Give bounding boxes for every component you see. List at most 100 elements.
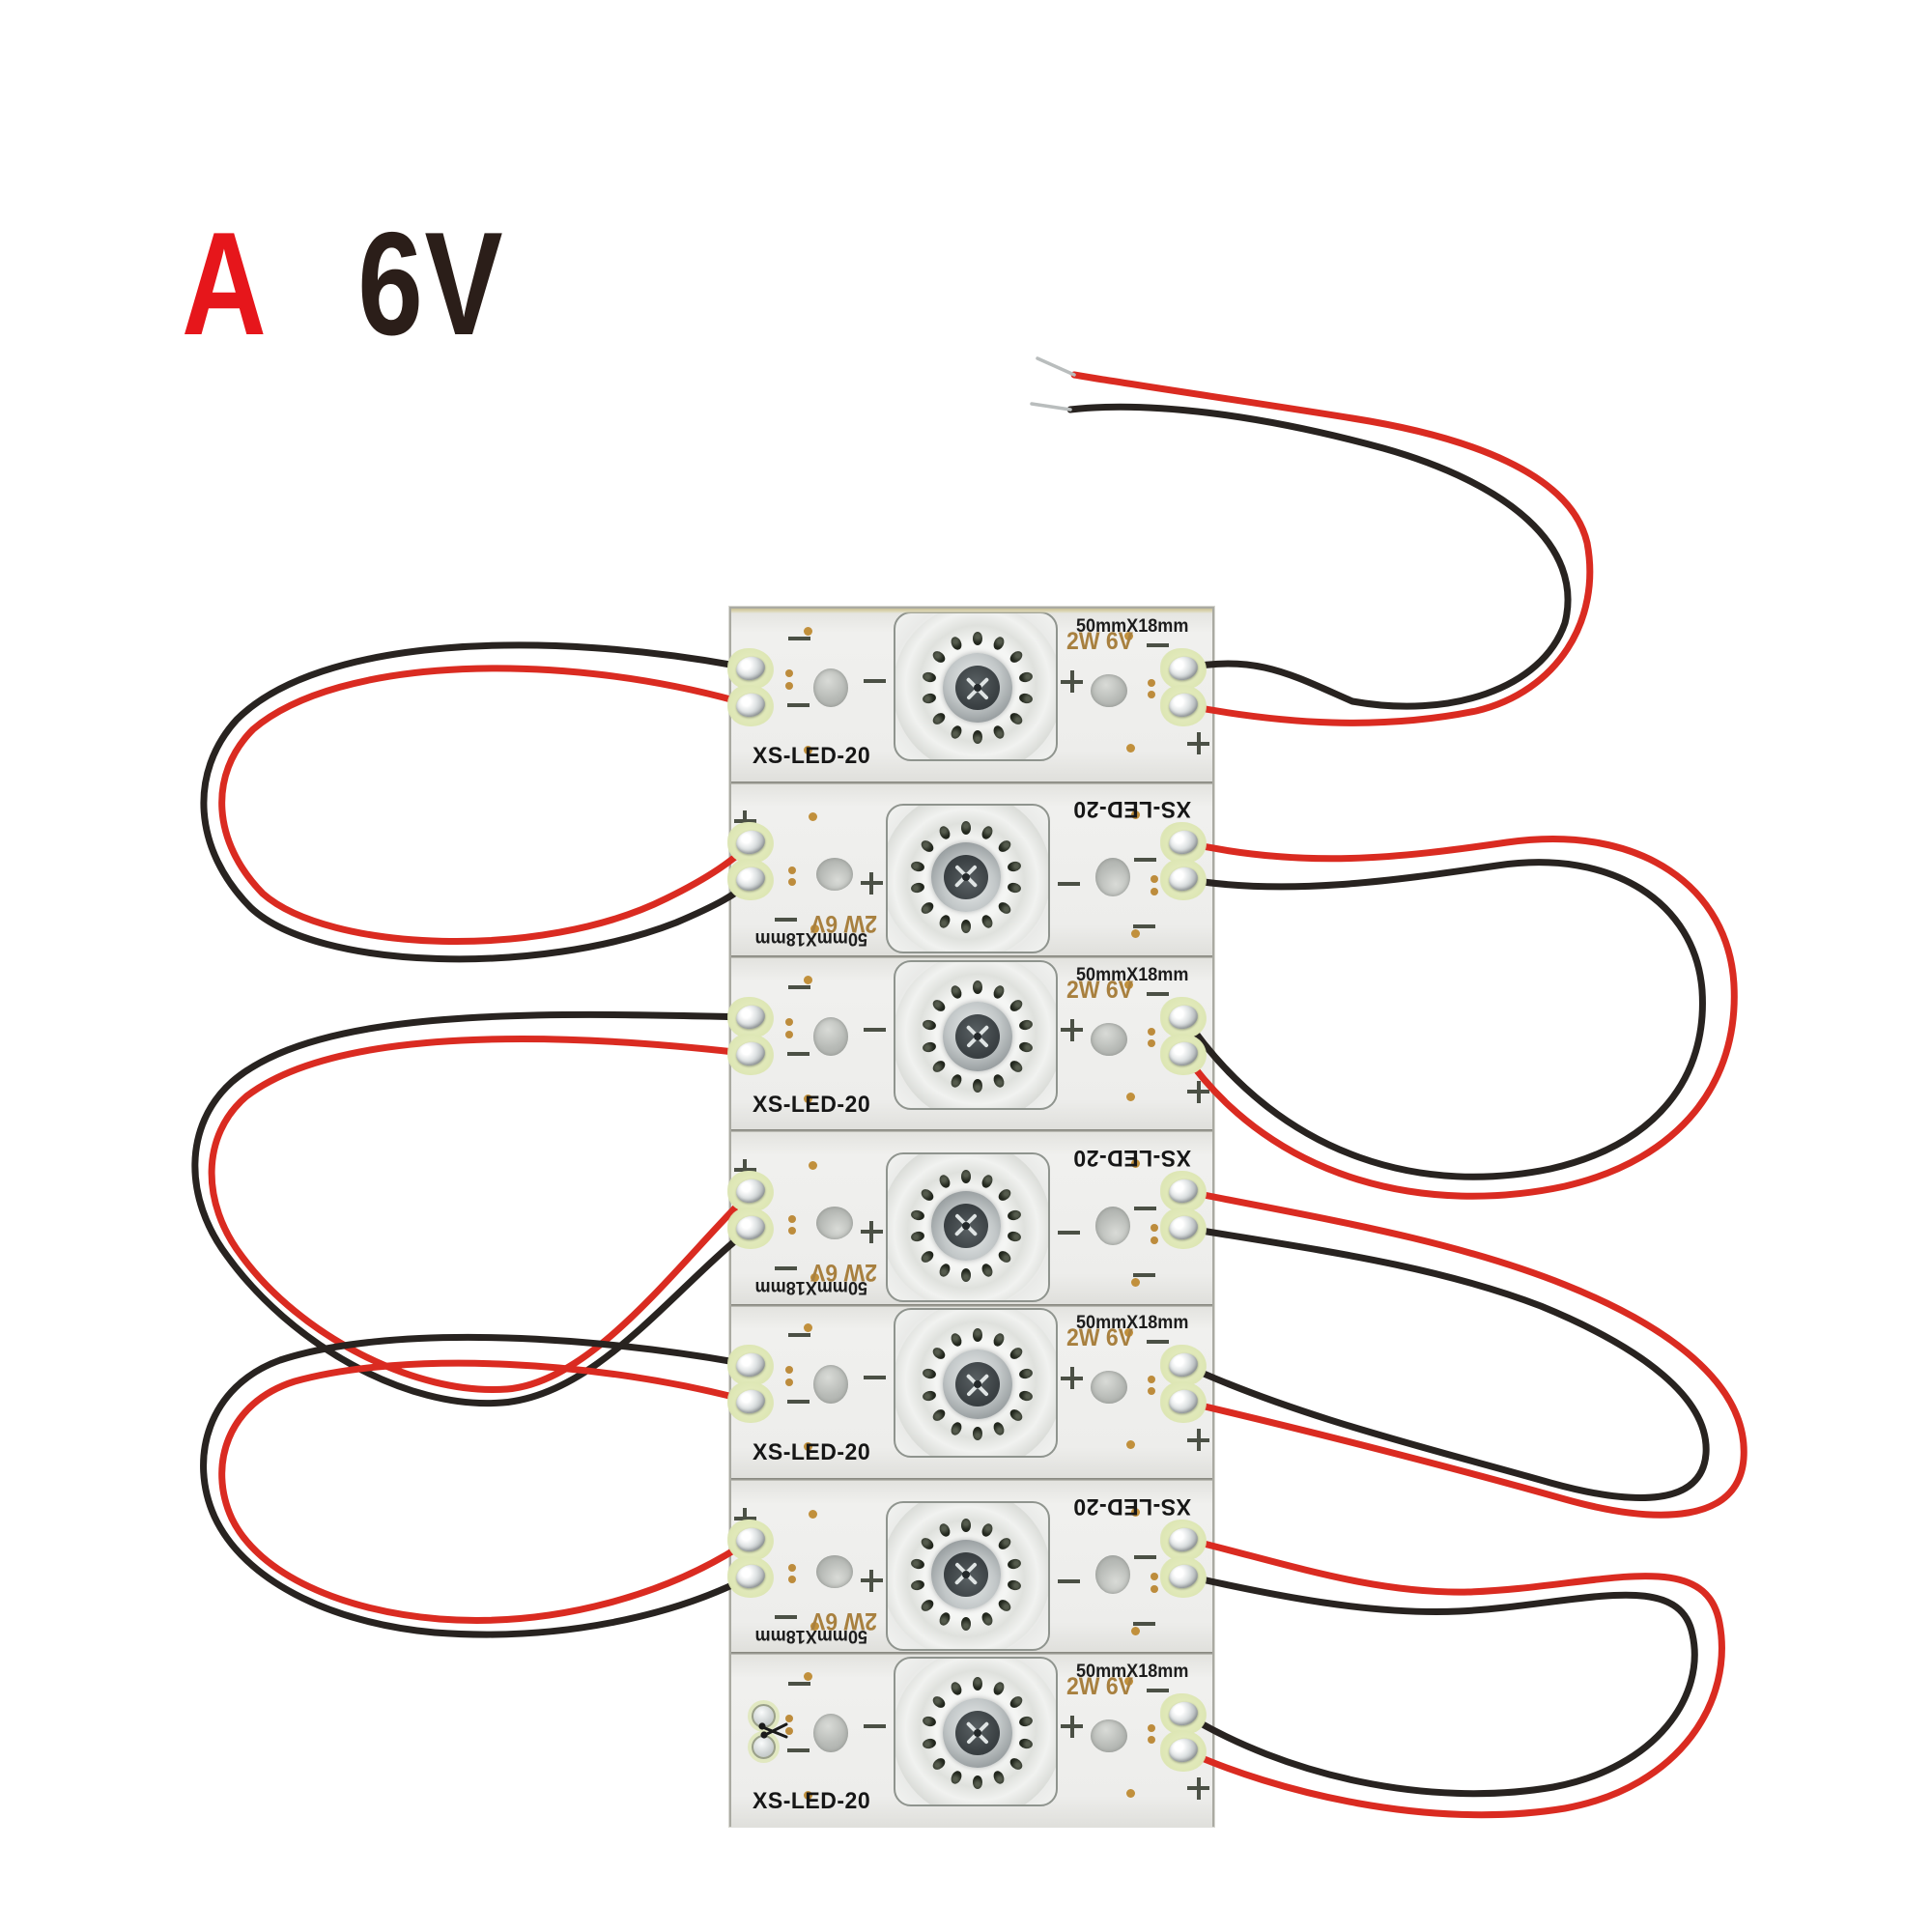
solder-pad bbox=[1160, 1692, 1207, 1735]
led-lens bbox=[894, 1308, 1058, 1459]
gold-dot bbox=[785, 1378, 793, 1387]
power-label: 2W 6V bbox=[1066, 1324, 1134, 1352]
jumper-wire-black bbox=[200, 1333, 755, 1638]
solder-pad bbox=[1160, 1729, 1207, 1772]
mounting-hole bbox=[1091, 1719, 1127, 1752]
jumper-wire-black bbox=[200, 641, 755, 963]
led-chip bbox=[943, 1001, 1012, 1071]
gold-dot bbox=[804, 975, 812, 984]
minus-mark bbox=[1147, 1340, 1169, 1345]
led-chip-center bbox=[955, 1362, 1000, 1407]
minus-mark bbox=[864, 679, 886, 683]
gold-dot bbox=[785, 669, 793, 677]
stripped-wire-tip bbox=[1036, 356, 1076, 377]
gold-dot bbox=[785, 1030, 793, 1038]
minus-mark bbox=[1147, 643, 1169, 647]
minus-mark bbox=[1147, 991, 1169, 996]
led-chip bbox=[943, 1350, 1012, 1420]
solder-pad bbox=[1160, 1345, 1207, 1387]
gold-dot bbox=[785, 682, 793, 690]
size-label: 50mmX18mm bbox=[1076, 1661, 1189, 1682]
solder-pad bbox=[727, 996, 774, 1038]
mounting-hole bbox=[813, 1016, 848, 1056]
minus-mark bbox=[788, 637, 810, 640]
led-strip-segment: 50mmX18mm 2W 6V XS-LED-20 bbox=[731, 782, 1212, 957]
led-strip-segment: 50mmX18mm 2W 6V XS-LED-20 bbox=[731, 1479, 1212, 1654]
gold-dot bbox=[785, 1366, 793, 1375]
led-chip bbox=[943, 653, 1012, 723]
solder-pad bbox=[1160, 685, 1207, 726]
gold-dot bbox=[1148, 1027, 1155, 1036]
minus-mark bbox=[787, 1400, 810, 1405]
solder-pad bbox=[1160, 1555, 1207, 1598]
led-lens bbox=[894, 611, 1058, 761]
plus-mark bbox=[1187, 1429, 1209, 1452]
gold-dot bbox=[1126, 1788, 1135, 1798]
minus-mark bbox=[787, 1747, 810, 1752]
gold-dot bbox=[785, 1726, 793, 1735]
input-wire-red bbox=[1070, 371, 1594, 726]
solder-pad bbox=[727, 1033, 774, 1075]
gold-dot bbox=[1148, 1376, 1155, 1384]
model-label: XS-LED-20 bbox=[753, 743, 871, 769]
gold-dot bbox=[1126, 1092, 1135, 1101]
scissors-icon bbox=[758, 1722, 788, 1739]
led-strip-panel: 50mmX18mm 2W 6V XS-LED-20 bbox=[729, 607, 1214, 1828]
gold-dot bbox=[1148, 1038, 1155, 1047]
mounting-hole bbox=[1091, 1022, 1127, 1056]
silkscreen: 50mmX18mm 2W 6V XS-LED-20 bbox=[731, 957, 1212, 1131]
led-strip-segment: 50mmX18mm 2W 6V XS-LED-20 bbox=[731, 1130, 1212, 1305]
gold-dot bbox=[1126, 1440, 1135, 1450]
minus-mark bbox=[1147, 1688, 1169, 1692]
mounting-hole bbox=[1091, 1371, 1127, 1405]
gold-dot bbox=[1148, 1735, 1155, 1744]
power-label: 2W 6V bbox=[1066, 1672, 1134, 1700]
gold-dot bbox=[785, 1017, 793, 1026]
gold-dot bbox=[1148, 1723, 1155, 1732]
led-strip-segment: 50mmX18mm 2W 6V XS-LED-20 bbox=[731, 609, 1212, 782]
size-label: 50mmX18mm bbox=[1076, 964, 1189, 985]
solder-pad bbox=[727, 1170, 774, 1212]
grade-letter: A bbox=[182, 202, 267, 366]
power-label: 2W 6V bbox=[1066, 976, 1134, 1004]
plus-mark bbox=[1061, 1018, 1083, 1041]
input-wire-black bbox=[1066, 403, 1572, 710]
led-chip-center bbox=[955, 666, 1000, 710]
mounting-hole bbox=[1091, 674, 1127, 707]
strip-divider bbox=[731, 781, 1212, 784]
minus-mark bbox=[788, 1333, 810, 1338]
solder-pad bbox=[1160, 1170, 1207, 1212]
solder-pad bbox=[1160, 1207, 1207, 1249]
solder-pad bbox=[727, 1381, 774, 1424]
model-label: XS-LED-20 bbox=[753, 1439, 871, 1466]
stripped-wire-tip bbox=[1030, 402, 1072, 412]
silkscreen: 50mmX18mm 2W 6V XS-LED-20 bbox=[731, 609, 1212, 782]
lens-dot bbox=[973, 1676, 982, 1690]
minus-mark bbox=[787, 1051, 810, 1056]
led-chip bbox=[943, 1697, 1012, 1768]
plus-mark bbox=[1187, 732, 1209, 754]
model-label: XS-LED-20 bbox=[753, 1091, 871, 1118]
gold-dot bbox=[1148, 691, 1155, 698]
size-label: 50mmX18mm bbox=[1076, 616, 1189, 637]
mounting-hole bbox=[813, 668, 848, 707]
strip-divider bbox=[731, 1652, 1212, 1656]
size-label: 50mmX18mm bbox=[1076, 1313, 1189, 1334]
panel-top-edge bbox=[731, 609, 1212, 613]
solder-pad bbox=[727, 1345, 774, 1387]
solder-pad bbox=[727, 1555, 774, 1598]
solder-pad bbox=[1160, 1381, 1207, 1424]
gold-dot bbox=[1124, 1328, 1133, 1338]
lens-dot bbox=[973, 980, 982, 994]
power-label: 2W 6V bbox=[1066, 628, 1134, 655]
minus-mark bbox=[864, 1376, 886, 1380]
gold-dot bbox=[804, 746, 812, 754]
solder-pad bbox=[1160, 1033, 1207, 1075]
jumper-wire-red bbox=[1180, 1535, 1725, 1819]
gold-dot bbox=[804, 1442, 812, 1452]
lens-dot bbox=[973, 632, 982, 645]
solder-pad bbox=[1160, 648, 1207, 690]
silkscreen: 50mmX18mm 2W 6V XS-LED-20 bbox=[731, 1305, 1212, 1479]
plus-mark bbox=[1187, 1080, 1209, 1103]
jumper-wire-red bbox=[208, 1036, 755, 1394]
